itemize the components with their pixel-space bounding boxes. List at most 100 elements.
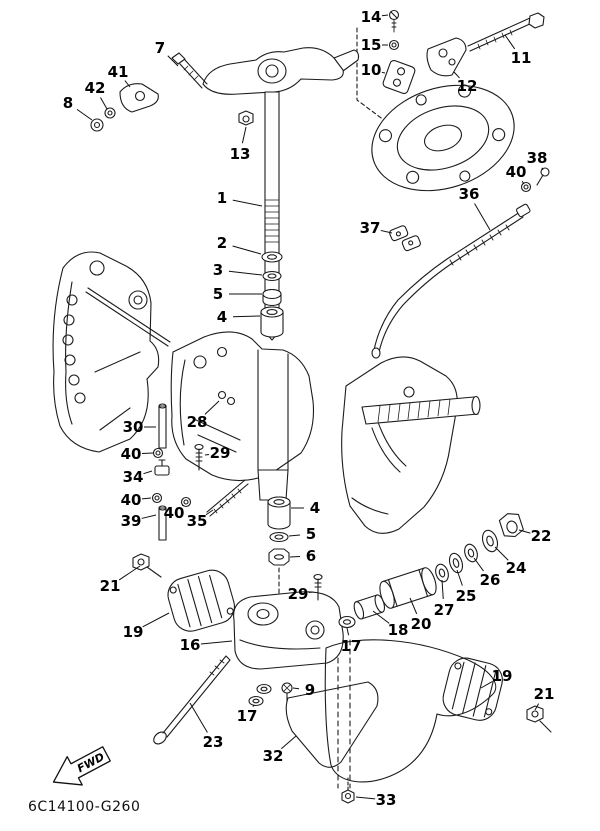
part-number: 9 [305, 681, 315, 699]
part-number: 41 [108, 63, 129, 81]
callout-20: 20 [409, 597, 432, 633]
screw-14 [388, 9, 400, 33]
bottom-cowl [324, 639, 497, 783]
washers-17-bottom [248, 683, 272, 707]
part-number: 5 [213, 285, 223, 303]
clamp-bracket [52, 251, 171, 453]
shaft-nut [238, 110, 254, 126]
bolt-11 [467, 12, 545, 52]
callout-17: 17 [237, 704, 258, 725]
bolt-23 [153, 655, 231, 745]
washer-40-top [520, 181, 532, 193]
callout-41: 41 [108, 63, 131, 88]
part-number: 11 [511, 49, 532, 67]
part-number: 8 [63, 94, 73, 112]
part-number: 14 [361, 8, 382, 26]
callout-39: 39 [121, 512, 157, 530]
part-number: 19 [123, 623, 144, 641]
callout-12: 12 [453, 71, 477, 95]
part-number: 36 [459, 185, 480, 203]
callout-33: 33 [355, 791, 397, 809]
washer-15 [388, 39, 400, 51]
part-number: 10 [361, 61, 382, 79]
part-number: 40 [121, 445, 142, 463]
callout-6: 6 [289, 547, 316, 565]
callout-5: 5 [213, 285, 262, 303]
callout-17: 17 [341, 627, 362, 655]
callout-19: 19 [480, 667, 513, 689]
callout-3: 3 [213, 261, 263, 279]
part-number: 6 [306, 547, 316, 565]
callout-23: 23 [189, 702, 224, 751]
steering-arm [202, 47, 360, 95]
part-number: 19 [492, 667, 513, 685]
part-number: 13 [230, 145, 251, 163]
bracket-12 [426, 37, 467, 77]
tube-30 [158, 403, 167, 449]
part-number: 21 [534, 685, 555, 703]
callout-28: 28 [187, 400, 220, 431]
bolt-21-left [132, 553, 162, 578]
part-number: 20 [411, 615, 432, 633]
part-number: 18 [388, 621, 409, 639]
washer-40-a [152, 447, 164, 459]
callout-18: 18 [372, 610, 409, 639]
washer-17-right [338, 615, 356, 629]
callout-9: 9 [292, 681, 315, 699]
part-number: 30 [123, 418, 144, 436]
callout-1: 1 [217, 189, 263, 207]
part-number: 3 [213, 261, 223, 279]
callout-7: 7 [155, 39, 179, 67]
callout-25: 25 [456, 569, 476, 605]
exploded-view-drawing [52, 9, 552, 804]
bracket-41 [119, 83, 159, 113]
part-number: 28 [187, 413, 208, 431]
callout-26: 26 [473, 557, 500, 589]
part-number: 5 [306, 525, 316, 543]
part-number: 27 [434, 601, 455, 619]
part-number: 39 [121, 512, 142, 530]
plate-32 [285, 681, 379, 768]
lower-washer-stack [267, 496, 291, 566]
part-number: 2 [217, 234, 227, 252]
part-number: 21 [100, 577, 121, 595]
part-number: 23 [203, 733, 224, 751]
callout-4: 4 [217, 308, 261, 326]
part-number: 17 [237, 707, 258, 725]
part-number: 29 [288, 585, 309, 603]
part-number: 24 [506, 559, 527, 577]
callout-30: 30 [123, 418, 156, 436]
callout-10: 10 [361, 61, 386, 79]
callout-19: 19 [123, 612, 170, 641]
callout-16: 16 [180, 636, 233, 654]
diagram-code: 6C14100-G260 [28, 799, 140, 815]
fitting-34 [154, 459, 170, 476]
part-number: 38 [527, 149, 548, 167]
part-number: 16 [180, 636, 201, 654]
callout-29: 29 [288, 585, 314, 603]
trim-cable [371, 203, 531, 359]
part-number: 1 [217, 189, 227, 207]
part-number: 17 [341, 637, 362, 655]
callout-27: 27 [434, 579, 455, 619]
part-number: 37 [360, 219, 381, 237]
washer-40-c [180, 496, 192, 508]
callout-2: 2 [217, 234, 262, 255]
callout-40: 40 [164, 504, 185, 522]
tube-39 [158, 505, 167, 541]
part-number: 33 [376, 791, 397, 809]
callout-34: 34 [123, 468, 153, 486]
lower-mount-housing [233, 573, 344, 670]
clamp-block-10 [382, 59, 416, 95]
part-number: 40 [121, 491, 142, 509]
callout-36: 36 [459, 185, 491, 231]
part-number: 35 [187, 512, 208, 530]
mount-cover-right [442, 657, 503, 721]
callout-11: 11 [504, 34, 532, 67]
part-number: 42 [85, 79, 106, 97]
callout-22: 22 [518, 527, 551, 545]
cable-clamp-37 [389, 225, 421, 252]
callout-21: 21 [534, 685, 555, 711]
